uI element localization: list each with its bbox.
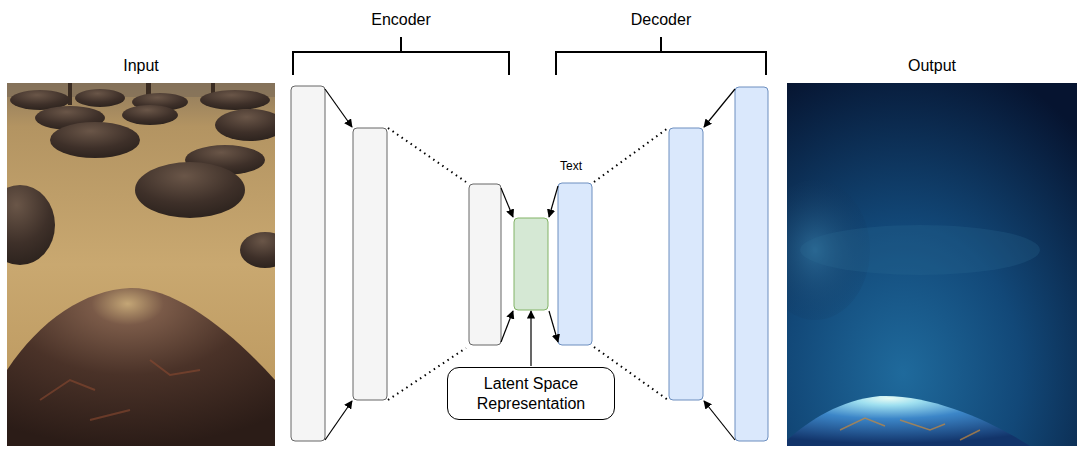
bracket-label: Decoder [631,10,691,29]
bracket [293,37,766,75]
box-text: Latent Space Representation [458,374,604,412]
input-label: Text [560,159,582,173]
output-image [787,83,1077,446]
label-box: Latent Space Representation [447,367,615,420]
input-image [7,83,275,446]
bracket-label: Encoder [371,10,431,29]
image-label: Output [908,56,956,75]
dotted-line [388,128,668,400]
latent-block [514,218,548,310]
layer-arrow [325,89,735,440]
image-label: Input [123,56,159,75]
